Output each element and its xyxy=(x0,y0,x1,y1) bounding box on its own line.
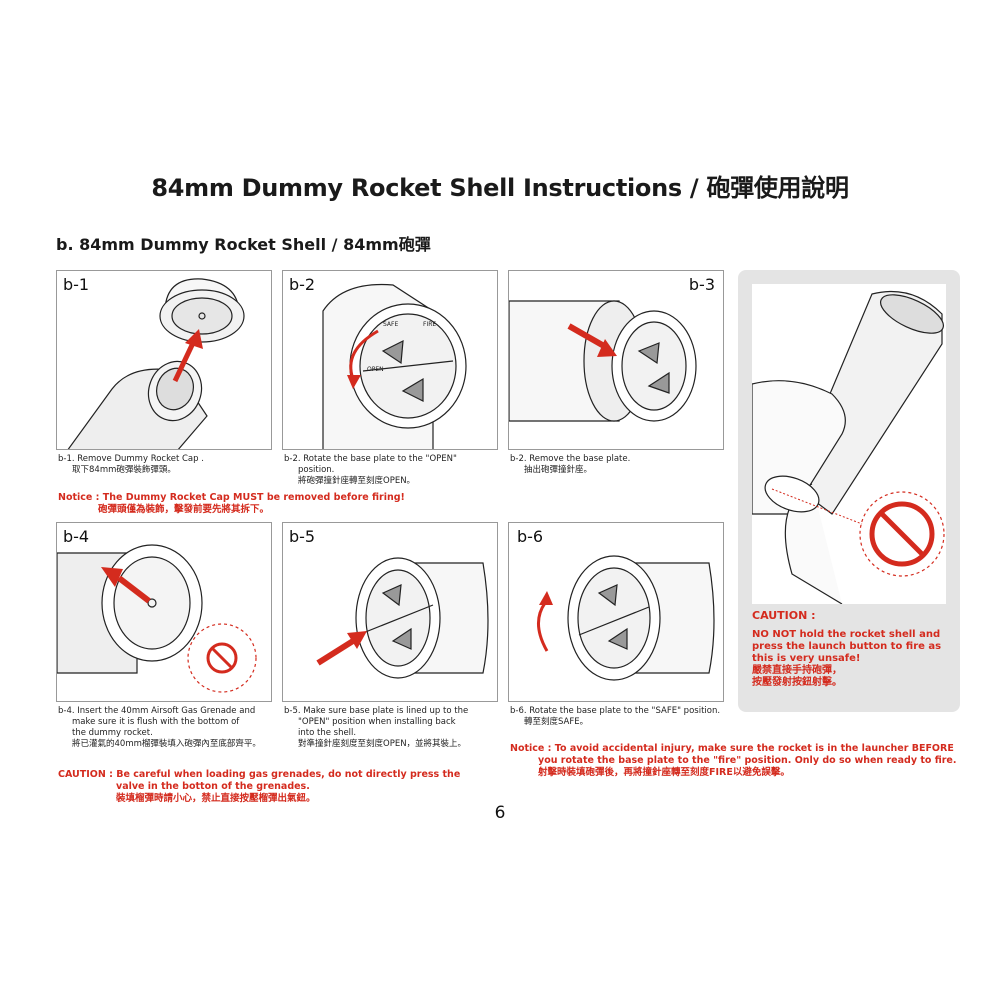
dial-fire-label: FIRE xyxy=(423,321,436,328)
arrow-up-right-icon xyxy=(347,631,367,649)
page-number: 6 xyxy=(494,803,506,823)
caption-b6: b-6. Rotate the base plate to the "SAFE"… xyxy=(510,706,721,727)
dial-open-label: OPEN xyxy=(367,366,384,373)
page-title: 84mm Dummy Rocket Shell Instructions / 砲… xyxy=(151,174,849,202)
launcher-notice: Notice : To avoid accidental injury, mak… xyxy=(510,743,957,778)
gas-caution: CAUTION : Be careful when loading gas gr… xyxy=(58,769,461,804)
step-label: b-1 xyxy=(63,275,90,294)
caption-b4: b-4. Insert the 40mm Airsoft Gas Grenade… xyxy=(58,706,261,749)
section-heading: b. 84mm Dummy Rocket Shell / 84mm砲彈 xyxy=(56,235,431,254)
rotate-arrow-icon xyxy=(539,591,553,605)
step-panel-b1: b-1 xyxy=(56,270,272,450)
rotate-arrow-icon xyxy=(347,375,361,389)
caption-b3: b-2. Remove the base plate. 抽出砲彈撞針座。 xyxy=(510,454,631,475)
step-label: b-3 xyxy=(688,275,715,294)
rocket-shell-icon xyxy=(791,290,943,515)
grenade-insert-illustration xyxy=(57,544,257,693)
step-label: b-6 xyxy=(517,527,544,546)
caption-b2: b-2. Rotate the base plate to the "OPEN"… xyxy=(284,454,457,486)
prohibited-icon xyxy=(869,501,935,567)
step-panel-b6: b-6 xyxy=(508,522,724,702)
rocket-cap-illustration xyxy=(67,278,245,449)
step-panel-b2: b-2 SAFE FIRE OPEN xyxy=(282,270,498,450)
step-label: b-5 xyxy=(289,527,316,546)
caption-b1: b-1. Remove Dummy Rocket Cap . 取下84mm砲彈裝… xyxy=(58,454,204,475)
step-label: b-4 xyxy=(63,527,90,546)
arrow-up-left-icon xyxy=(101,567,123,587)
arrow-right-icon xyxy=(597,339,617,357)
base-plate-open-illustration: SAFE FIRE OPEN xyxy=(322,283,467,449)
hand-holding-shell-illustration xyxy=(752,284,946,604)
cap-notice: Notice : The Dummy Rocket Cap MUST be re… xyxy=(58,492,405,515)
step-panel-b5: b-5 xyxy=(282,522,498,702)
caption-b5: b-5. Make sure base plate is lined up to… xyxy=(284,706,469,749)
step-panel-b3: b-3 xyxy=(508,270,724,450)
step-label: b-2 xyxy=(289,275,316,294)
base-plate-safe-illustration xyxy=(537,555,715,681)
base-plate-removal-illustration xyxy=(509,300,697,422)
base-plate-install-illustration xyxy=(316,557,489,679)
arrow-up-icon xyxy=(185,329,203,349)
dial-safe-label: SAFE xyxy=(383,321,398,328)
step-panel-b4: b-4 xyxy=(56,522,272,702)
side-caution-text: CAUTION : NO NOT hold the rocket shell a… xyxy=(752,609,942,689)
